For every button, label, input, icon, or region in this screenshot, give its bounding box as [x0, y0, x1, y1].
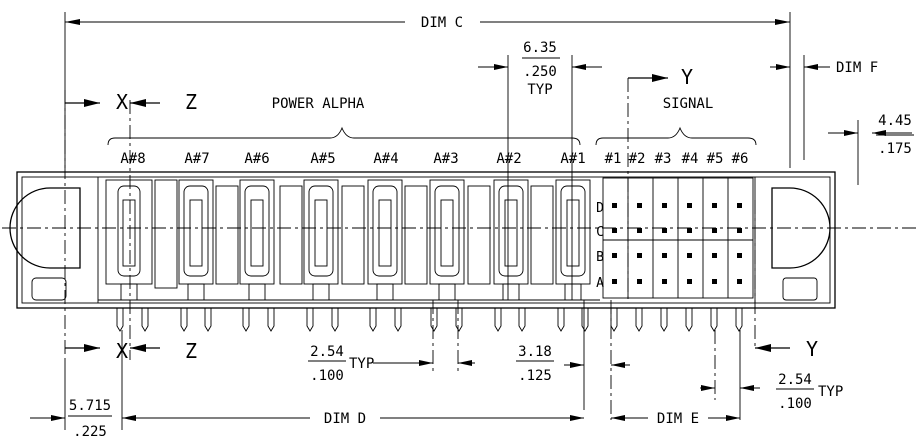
- contact-a7: A#7: [184, 151, 209, 167]
- power-contact: [303, 179, 339, 301]
- power-alpha-group: POWER ALPHA: [107, 96, 581, 146]
- signal-contact-5: #5: [707, 151, 724, 167]
- section-z-top: Z: [185, 90, 197, 114]
- power-contact: [105, 179, 153, 301]
- contact-a2: A#2: [496, 151, 521, 167]
- pitch-signal-mm: 2.54: [778, 372, 812, 388]
- dim-e-label: DIM E: [657, 411, 699, 427]
- power-alpha-label: POWER ALPHA: [272, 96, 365, 112]
- contact-a8: A#8: [120, 151, 145, 167]
- pitch-top-mm: 6.35: [523, 40, 557, 56]
- power-housing-rib: [154, 179, 178, 289]
- spacing-in: .125: [518, 368, 552, 384]
- offset-right-mm: 4.45: [878, 113, 912, 129]
- contact-a5: A#5: [310, 151, 335, 167]
- dim-d-label: DIM D: [324, 411, 366, 427]
- pitch-power-in: .100: [310, 368, 344, 384]
- signal-contact-labels: #1 #2 #3 #4 #5 #6: [605, 151, 749, 167]
- power-contact: [555, 179, 591, 301]
- power-housing-rib: [215, 185, 239, 285]
- section-y-bottom-label: Y: [806, 337, 818, 361]
- dim-d: DIM D: [122, 411, 584, 427]
- signal-group: SIGNAL: [595, 96, 757, 146]
- dim-spacing: 3.18 .125: [516, 300, 630, 420]
- pitch-power-note: TYP: [349, 356, 374, 372]
- signal-contact-3: #3: [655, 151, 672, 167]
- contact-tails: [116, 308, 743, 332]
- pitch-signal-in: .100: [778, 396, 812, 412]
- signal-contact-array: D C B A: [596, 177, 754, 299]
- power-contact: [493, 179, 529, 301]
- pitch-power-mm: 2.54: [310, 344, 344, 360]
- power-contact: [367, 179, 403, 301]
- spacing-mm: 3.18: [518, 344, 552, 360]
- contact-a4: A#4: [373, 151, 398, 167]
- dim-c-label: DIM C: [421, 15, 463, 31]
- signal-contact-6: #6: [732, 151, 749, 167]
- power-housing-rib: [279, 185, 303, 285]
- dim-pitch-power: 2.54 .100 TYP: [308, 300, 475, 384]
- signal-contact-2: #2: [629, 151, 646, 167]
- section-z-bottom: Z: [185, 339, 197, 363]
- power-housing-rib: [341, 185, 365, 285]
- edge-offset-mm: 5.715: [69, 398, 111, 414]
- left-mounting-ear: [9, 187, 81, 301]
- section-y-bottom: Y: [754, 200, 818, 361]
- power-contact: [239, 179, 275, 301]
- right-mounting-ear: [771, 187, 831, 301]
- signal-row-b: B: [596, 250, 604, 265]
- dim-e: DIM E: [611, 411, 740, 427]
- power-contact-labels: A#8 A#7 A#6 A#5 A#4 A#3 A#2 A#1: [120, 151, 585, 167]
- dim-f: DIM F: [770, 55, 878, 160]
- signal-pin-grid: [612, 203, 742, 284]
- power-housing-rib: [467, 185, 491, 285]
- power-contact-array: [105, 179, 591, 301]
- power-housing-rib: [404, 185, 428, 285]
- signal-contact-1: #1: [605, 151, 622, 167]
- pitch-top-note: TYP: [527, 82, 552, 98]
- signal-row-a: A: [596, 276, 604, 291]
- dim-c: DIM C: [64, 12, 791, 168]
- dim-pitch-top: 6.35 .250 TYP: [478, 40, 602, 300]
- contact-a3: A#3: [433, 151, 458, 167]
- dim-edge-offset: 5.715 .225: [30, 330, 123, 440]
- section-y-top-label: Y: [681, 65, 693, 89]
- contact-a1: A#1: [560, 151, 585, 167]
- signal-row-c: C: [596, 225, 604, 240]
- signal-row-d: D: [596, 201, 604, 216]
- power-contact: [178, 179, 214, 301]
- section-x-z-bottom: X Z: [65, 339, 197, 363]
- section-x-z-top: X Z: [64, 90, 197, 360]
- power-contact: [429, 179, 465, 301]
- dim-f-label: DIM F: [836, 60, 878, 76]
- signal-contact-4: #4: [682, 151, 699, 167]
- signal-label: SIGNAL: [663, 96, 714, 112]
- power-housing-rib: [530, 185, 554, 285]
- contact-a6: A#6: [244, 151, 269, 167]
- connector-body: D C B A: [2, 171, 916, 332]
- pitch-top-in: .250: [523, 64, 557, 80]
- section-x-top: X: [116, 90, 128, 114]
- edge-offset-in: .225: [73, 424, 107, 440]
- dim-offset-right: 4.45 .175: [828, 113, 914, 185]
- pitch-signal-note: TYP: [818, 384, 843, 400]
- offset-right-in: .175: [878, 141, 912, 157]
- dim-pitch-signal: 2.54 .100 TYP: [700, 330, 843, 420]
